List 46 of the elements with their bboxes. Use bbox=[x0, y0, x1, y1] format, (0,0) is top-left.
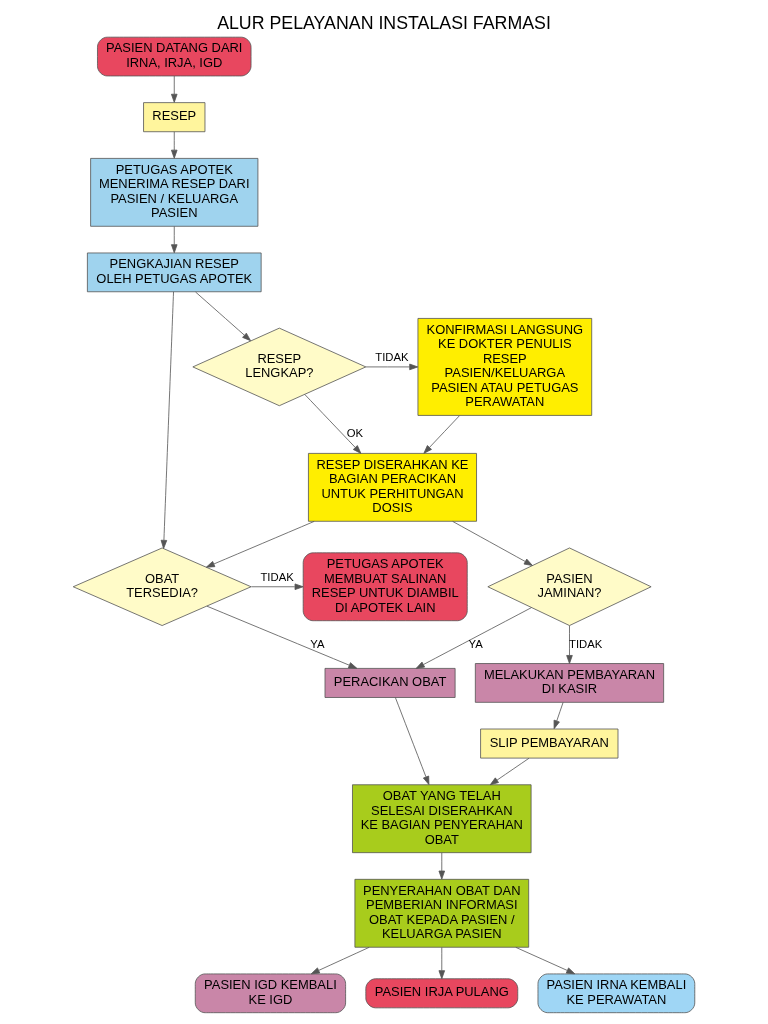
edge-label: TIDAK bbox=[260, 571, 294, 584]
arrow bbox=[438, 946, 446, 980]
node-box: PASIEN DATANG DARI IRNA, IRJA, IGD bbox=[97, 36, 252, 77]
node-box: RESEP bbox=[143, 102, 206, 133]
node-box: KONFIRMASI LANGSUNG KE DOKTER PENULIS RESEP PASIEN/KELUARGA PASIEN ATAU PETUGAS PERAWATAN bbox=[417, 318, 593, 416]
arrow bbox=[195, 291, 251, 342]
node-box: PASIEN IGD KEMBALI KE IGD bbox=[194, 973, 346, 1014]
node-box: SLIP PEMBAYARAN bbox=[480, 728, 619, 759]
node-box: OBAT YANG TELAH SELESAI DISERAHKAN KE BAGIAN PENYERAHAN OBAT bbox=[352, 784, 532, 854]
edge-label: OK bbox=[346, 427, 364, 440]
arrow bbox=[171, 75, 178, 103]
arrow bbox=[171, 226, 178, 254]
diagram-title: ALUR PELAYANAN INSTALASI FARMASI bbox=[217, 12, 551, 33]
arrow bbox=[452, 521, 533, 566]
arrow bbox=[250, 583, 304, 590]
arrow bbox=[365, 363, 419, 371]
node-box: PENGKAJIAN RESEP OLEH PETUGAS APOTEK bbox=[86, 252, 262, 293]
node-box: PASIEN IRJA PULANG bbox=[365, 978, 519, 1009]
arrow bbox=[489, 757, 530, 786]
node-box: PASIEN IRNA KEMBALI KE PERAWATAN bbox=[537, 973, 696, 1014]
edge-label: YA bbox=[310, 637, 325, 650]
node-box: PETUGAS APOTEK MENERIMA RESEP DARI PASIEN / KELUARGA PASIEN bbox=[90, 158, 259, 227]
node-box: RESEP DISERAHKAN KE BAGIAN PERACIKAN UNTUK PERHITUNGAN DOSIS bbox=[308, 453, 477, 522]
arrow bbox=[304, 394, 362, 454]
arrow bbox=[205, 521, 315, 568]
arrow bbox=[395, 697, 430, 785]
arrow bbox=[415, 607, 532, 669]
node-box: PENYERAHAN OBAT DAN PEMBERIAN INFORMASI OBAT KEPADA PASIEN / KELUARGA PASIEN bbox=[354, 878, 530, 948]
arrow bbox=[438, 852, 446, 880]
arrow bbox=[423, 415, 460, 454]
arrow bbox=[310, 946, 370, 975]
node-diamond: RESEP LENGKAP? bbox=[192, 327, 367, 407]
arrow bbox=[160, 291, 174, 549]
node-box: PERACIKAN OBAT bbox=[324, 668, 456, 698]
arrow bbox=[515, 946, 576, 975]
node-diamond: OBAT TERSEDIA? bbox=[72, 547, 252, 626]
node-box: MELAKUKAN PEMBAYARAN DI KASIR bbox=[474, 663, 665, 703]
node-diamond: PASIEN JAMINAN? bbox=[487, 547, 652, 626]
arrow bbox=[206, 605, 358, 669]
arrow bbox=[171, 131, 178, 159]
edge-label: TIDAK bbox=[569, 637, 603, 650]
edge-label: YA bbox=[468, 637, 483, 650]
edge-label: TIDAK bbox=[375, 351, 409, 364]
arrow bbox=[553, 702, 564, 730]
arrow bbox=[566, 625, 573, 664]
node-box: PETUGAS APOTEK MEMBUAT SALINAN RESEP UNTUK DIAMBIL DI APOTEK LAIN bbox=[302, 552, 468, 622]
